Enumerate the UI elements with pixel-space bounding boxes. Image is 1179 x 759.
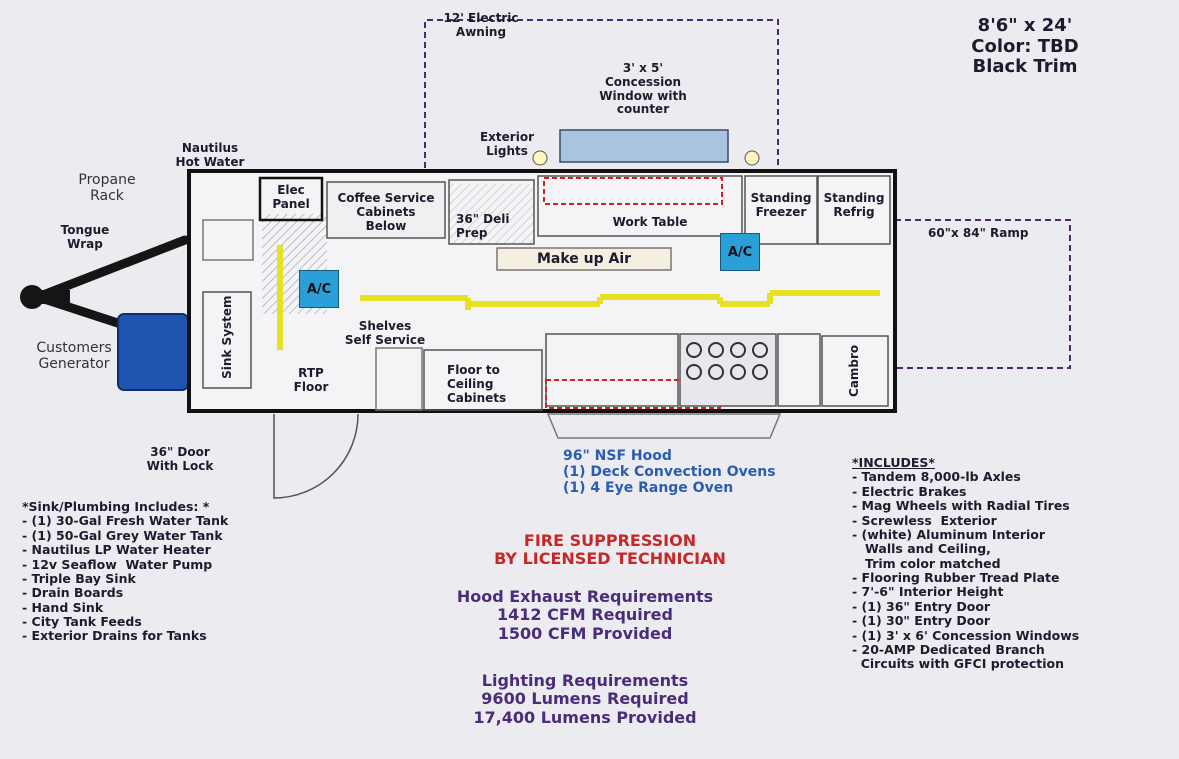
trailer-spec: 8'6" x 24' Color: TBD Black Trim — [955, 15, 1095, 78]
sink-plumbing-list: *Sink/Plumbing Includes: * - (1) 30-Gal … — [22, 499, 229, 644]
standing-freezer-label: Standing Freezer — [750, 191, 812, 219]
dimensions: 8'6" x 24' — [977, 15, 1073, 36]
door-label: 36" Door With Lock — [146, 445, 214, 473]
list-item: Walls and Ceiling, — [852, 541, 991, 557]
sink-system-label: Sink System — [220, 295, 235, 379]
list-item: - Electric Brakes — [852, 483, 967, 499]
list-item: Circuits with GFCI protection — [852, 656, 1065, 672]
list-item: - (1) 36" Entry Door — [852, 598, 991, 614]
rtp-floor-label: RTP Floor — [293, 366, 329, 394]
ac-unit-right: A/C — [720, 233, 760, 271]
includes-list: *INCLUDES* - Tandem 8,000-lb Axles- Elec… — [852, 455, 1080, 672]
list-item: - Mag Wheels with Radial Tires — [852, 498, 1070, 514]
fire-suppression: FIRE SUPPRESSION BY LICENSED TECHNICIAN — [494, 531, 726, 569]
deli-prep-label: 36" Deli Prep — [456, 212, 510, 240]
list-item: - 20-AMP Dedicated Branch — [852, 641, 1045, 657]
door-swing — [273, 413, 359, 499]
list-item: - Nautilus LP Water Heater — [22, 542, 211, 558]
list-item: - City Tank Feeds — [22, 614, 142, 629]
list-item: Trim color matched — [852, 555, 1001, 571]
trailer-walls — [187, 169, 897, 413]
color-spec: Color: TBD — [971, 35, 1079, 57]
list-item: - (1) 30" Entry Door — [852, 613, 991, 629]
ramp-label: 60"x 84" Ramp — [928, 226, 1029, 240]
hood-notes: 96" NSF Hood (1) Deck Convection Ovens (… — [563, 448, 776, 496]
nautilus-label: Nautilus Hot Water — [175, 141, 245, 169]
list-item: - (1) 50-Gal Grey Water Tank — [22, 527, 223, 543]
list-item: - (1) 3' x 6' Concession Windows — [852, 627, 1080, 643]
hood-line-2: (1) 4 Eye Range Oven — [563, 480, 734, 497]
list-item: - Flooring Rubber Tread Plate — [852, 570, 1060, 585]
propane-label: Propane Rack — [78, 172, 136, 205]
list-item: - Triple Bay Sink — [22, 570, 136, 586]
ac-unit-left: A/C — [299, 270, 339, 308]
includes-title: *INCLUDES* — [852, 455, 935, 470]
floor-cabinets-label: Floor to Ceiling Cabinets — [447, 363, 507, 405]
list-item: - (white) Aluminum Interior — [852, 526, 1046, 542]
trim-spec: Black Trim — [972, 56, 1078, 78]
list-item: - Tandem 8,000-lb Axles — [852, 469, 1021, 485]
tongue-wrap-label: Tongue Wrap — [60, 223, 110, 251]
sink-plumbing-title: *Sink/Plumbing Includes: * — [22, 499, 210, 514]
shelves-label: Shelves Self Service — [344, 319, 426, 347]
makeup-air-label: Make up Air — [536, 251, 632, 267]
cambro-label: Cambro — [847, 344, 862, 397]
hood-outline — [546, 413, 782, 439]
hood-exhaust-requirements: Hood Exhaust Requirements 1412 CFM Requi… — [456, 587, 714, 643]
standing-refrig-label: Standing Refrig — [823, 191, 885, 219]
list-item: - 12v Seaflow Water Pump — [22, 556, 213, 572]
ramp-outline — [895, 219, 1071, 369]
hood-line-1: (1) Deck Convection Ovens — [563, 464, 776, 481]
ac-label: A/C — [727, 244, 753, 260]
hitch-ball — [20, 285, 44, 309]
list-item: - (1) 30-Gal Fresh Water Tank — [22, 513, 229, 529]
elec-panel-label: Elec Panel — [272, 183, 310, 211]
lighting-requirements: Lighting Requirements 9600 Lumens Requir… — [473, 671, 697, 727]
list-item: - Screwless Exterior — [852, 512, 997, 528]
awning-outline — [424, 19, 779, 168]
generator-box — [117, 313, 189, 391]
awning-label: 12' Electric Awning — [443, 11, 519, 39]
exterior-light-left — [532, 150, 548, 166]
list-item: - Hand Sink — [22, 599, 104, 615]
list-item: - Drain Boards — [22, 585, 124, 601]
includes-items: - Tandem 8,000-lb Axles- Electric Brakes… — [852, 469, 1080, 672]
list-item: - 7'-6" Interior Height — [852, 584, 1004, 600]
ac-label: A/C — [306, 281, 332, 297]
work-table-label: Work Table — [612, 215, 688, 229]
sink-plumbing-items: - (1) 30-Gal Fresh Water Tank- (1) 50-Ga… — [22, 513, 229, 644]
exterior-light-right — [744, 150, 760, 166]
concession-window — [559, 129, 729, 163]
concession-window-label: 3' x 5' Concession Window with counter — [599, 61, 687, 117]
list-item: - Exterior Drains for Tanks — [22, 628, 207, 644]
generator-label: Customers Generator — [36, 340, 112, 373]
coffee-service-label: Coffee Service Cabinets Below — [337, 191, 435, 233]
hood-title: 96" NSF Hood — [563, 448, 672, 464]
exterior-lights-label: Exterior Lights — [479, 130, 534, 158]
